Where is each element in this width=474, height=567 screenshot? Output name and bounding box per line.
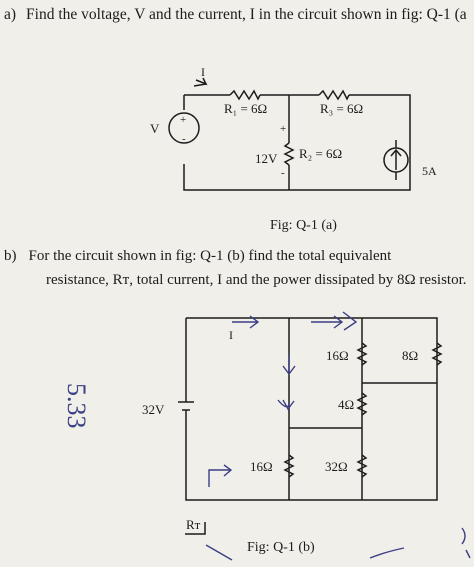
r8-resistor (431, 342, 443, 366)
question-a: a) Find the voltage, V and the current, I… (4, 6, 467, 24)
circuit-a-wires (183, 94, 411, 191)
r3-resistor (318, 89, 350, 101)
question-b-marker: b) (4, 248, 17, 264)
source-32v-label: 32V (142, 402, 165, 417)
circuit-a: + - V I R₁ = 6Ω R₃ = 6Ω R₂ = 6Ω + - 12V … (150, 65, 437, 191)
battery-plus: + (280, 123, 286, 135)
r16-top-resistor (356, 342, 368, 366)
source-plus: + (180, 114, 186, 126)
source-minus: - (182, 133, 186, 145)
pen-hook-icon (277, 399, 295, 411)
r16-top-label: 16Ω (326, 348, 349, 363)
pen-rt-arrow-icon (208, 464, 233, 487)
question-b-line-2: resistance, Rᴛ, total current, I and the… (46, 272, 467, 288)
circuit-b-outer-wires (185, 317, 438, 501)
r8-label: 8Ω (402, 348, 418, 363)
up-arrow-icon (390, 148, 402, 157)
pen-arrow-right-icon (311, 315, 344, 329)
r2-label: R₂ = 6Ω (299, 146, 342, 161)
voltage-source-circle (168, 112, 200, 144)
circuit-b-current-label: I (229, 328, 233, 342)
figure-b-caption: Fig: Q-1 (b) (247, 540, 315, 555)
battery-label: 12V (255, 151, 278, 166)
question-a-marker: a) (4, 6, 17, 23)
pen-underline (369, 547, 405, 559)
pen-down-arrow-icon (282, 355, 296, 376)
pen-margin-marks (461, 527, 471, 559)
r16-bottom-resistor (283, 454, 295, 478)
battery-minus: - (281, 167, 285, 179)
pen-current-arrow-icon (232, 315, 260, 329)
rt-bracket (185, 522, 206, 535)
circuit-b: 32V 16Ω 8Ω 4Ω 16Ω 32Ω I Rᴛ 5.33 (62, 311, 471, 561)
current-source-label: 5A (422, 164, 437, 178)
r32-label: 32Ω (325, 459, 348, 474)
question-b-line-1: b) For the circuit shown in fig: Q-1 (b) … (4, 248, 391, 265)
r4-resistor (356, 392, 368, 416)
r2-resistor (283, 142, 295, 166)
current-arrow-shaft (193, 83, 207, 87)
pen-chevron-icon (342, 311, 358, 331)
question-b-text-1: For the circuit shown in fig: Q-1 (b) fi… (28, 248, 392, 264)
r16-bottom-label: 16Ω (250, 459, 273, 474)
rt-label: Rᴛ (186, 517, 201, 532)
r32-resistor (356, 454, 368, 478)
voltage-label: V (150, 121, 160, 136)
r4-label: 4Ω (338, 397, 354, 412)
pen-stroke (205, 544, 233, 561)
question-a-text: Find the voltage, V and the current, I i… (26, 6, 467, 23)
figure-a-caption: Fig: Q-1 (a) (270, 218, 337, 233)
r1-resistor (229, 89, 261, 101)
circuit-a-current-label: I (201, 65, 205, 79)
r3-label: R₃ = 6Ω (320, 101, 363, 116)
r1-label: R₁ = 6Ω (224, 101, 267, 116)
handwritten-note: 5.33 (62, 383, 91, 429)
